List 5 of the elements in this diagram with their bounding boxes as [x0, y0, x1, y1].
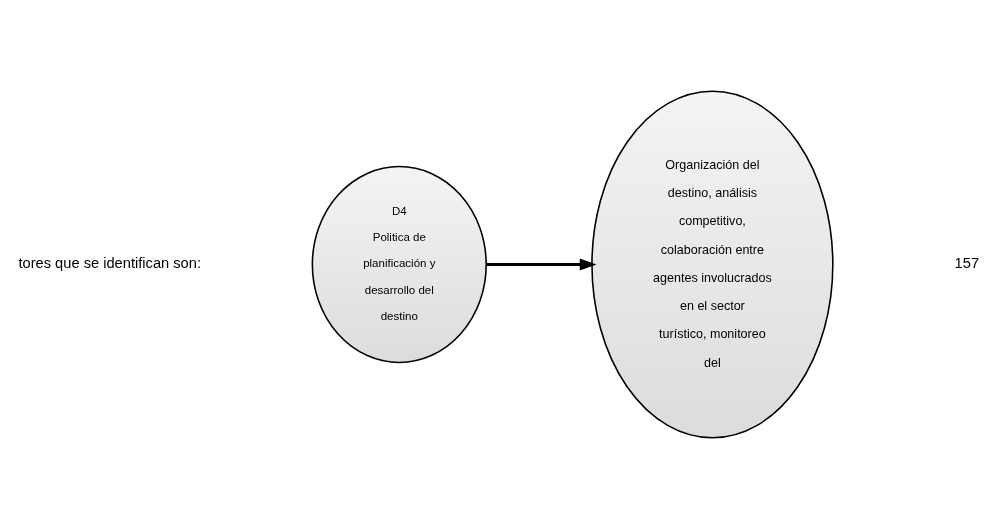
label: tores que se identifican son: [18, 255, 201, 272]
arrow [486, 258, 597, 271]
node-ellipse: D4 Politica de planificación y desarrollo del destino [311, 165, 487, 364]
label: 157 [954, 255, 980, 272]
node-ellipse: Organización del destino, análisis competitivo, colaboración entre agentes involucrados en el sector turístico, monitoreo del [591, 90, 834, 439]
